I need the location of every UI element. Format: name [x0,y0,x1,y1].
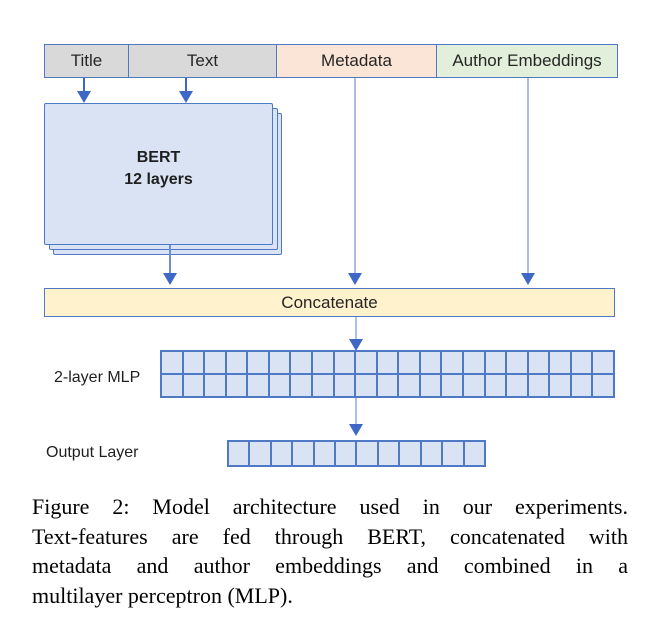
caption-line: Figure 2: Model architecture used in our… [32,494,628,519]
vector-cell [355,351,377,374]
arrow-text-to-bert [179,78,193,103]
vector-cell [311,374,334,397]
vector-cell [182,351,205,374]
vector-cell [311,351,334,374]
input-segment-metadata: Metadata [276,45,436,77]
caption-line: multilayer perceptron (MLP). [32,582,293,608]
caption-line: metadata and author embeddings and combi… [32,553,628,578]
vector-cell [441,374,463,397]
vector-cell [270,441,293,466]
arrow-concatenate-to-mlp [349,317,363,351]
vector-cell [356,441,378,466]
arrow-head-icon [163,273,177,285]
vector-cell [355,374,377,397]
arrow-shaft [527,78,529,274]
vector-cell [333,351,356,374]
arrow-shaft [169,245,171,274]
arrow-author-embeddings-to-concatenate [521,78,535,285]
vector-cell [549,374,571,397]
vector-cell [592,374,614,397]
bert-block: BERT 12 layers [44,103,273,245]
vector-cell [398,374,420,397]
arrow-metadata-to-concatenate [348,78,362,285]
vector-cell [247,351,269,374]
arrow-title-to-bert [77,78,91,103]
arrow-shaft [83,78,85,92]
arrow-head-icon [179,91,193,103]
vector-cell [249,441,271,466]
input-segment-text-label: Text [186,51,219,70]
vector-cell [268,351,291,374]
input-segment-metadata-label: Metadata [321,51,392,70]
vector-cell [419,351,442,374]
vector-cell [376,374,399,397]
vector-cell [527,351,550,374]
vector-cell [377,441,400,466]
arrow-head-icon [521,273,535,285]
input-segment-title: Title [45,45,128,77]
concatenate-label: Concatenate [281,292,378,312]
vector-cell [290,374,312,397]
arrow-shaft [354,78,356,274]
vector-cell [570,374,593,397]
vector-cell [506,374,528,397]
output-vector-grid [227,440,486,467]
vector-cell [290,351,312,374]
vector-cell [462,351,485,374]
vector-cell [247,374,269,397]
vector-cell [592,351,614,374]
arrow-head-icon [349,339,363,351]
arrow-head-icon [77,91,91,103]
arrow-bert-to-concatenate [163,245,177,285]
vector-cell [313,441,336,466]
vector-cell [161,351,183,374]
vector-cell [570,351,593,374]
input-segment-author-embeddings: Author Embeddings [436,45,617,77]
input-feature-row: Title Text Metadata Author Embeddings [44,44,618,78]
arrow-head-icon [348,273,362,285]
vector-cell [376,351,399,374]
vector-cell [441,351,463,374]
vector-cell [335,441,357,466]
vector-cell [527,374,550,397]
mlp-label: 2-layer MLP [54,369,141,386]
arrow-mlp-to-output [349,398,363,436]
vector-cell [462,374,485,397]
concatenate-block: Concatenate [44,288,615,317]
vector-cell [268,374,291,397]
input-segment-author-embeddings-label: Author Embeddings [452,51,602,70]
vector-cell [484,374,507,397]
vector-cell [182,374,205,397]
vector-cell [506,351,528,374]
vector-cell [463,441,485,466]
arrow-shaft [355,398,357,425]
mlp-vector-grid [160,350,615,398]
vector-cell [399,441,421,466]
bert-sublabel: 12 layers [124,171,193,188]
vector-cell [420,441,443,466]
vector-cell [549,351,571,374]
arrow-shaft [355,317,357,340]
arrow-head-icon [349,424,363,436]
vector-cell [228,441,250,466]
bert-label: BERT [136,149,181,166]
input-segment-text: Text [128,45,276,77]
figure-caption: Figure 2: Model architecture used in our… [32,492,628,610]
arrow-shaft [185,78,187,92]
vector-cell [292,441,314,466]
vector-cell [161,374,183,397]
input-segment-title-label: Title [70,51,103,70]
vector-cell [225,374,248,397]
vector-cell [225,351,248,374]
vector-cell [333,374,356,397]
vector-cell [204,351,226,374]
caption-line: Text-features are fed through BERT, conc… [32,523,628,549]
vector-cell [419,374,442,397]
vector-cell [398,351,420,374]
vector-cell [442,441,464,466]
vector-cell [204,374,226,397]
vector-cell [484,351,507,374]
output-layer-label: Output Layer [46,444,139,461]
